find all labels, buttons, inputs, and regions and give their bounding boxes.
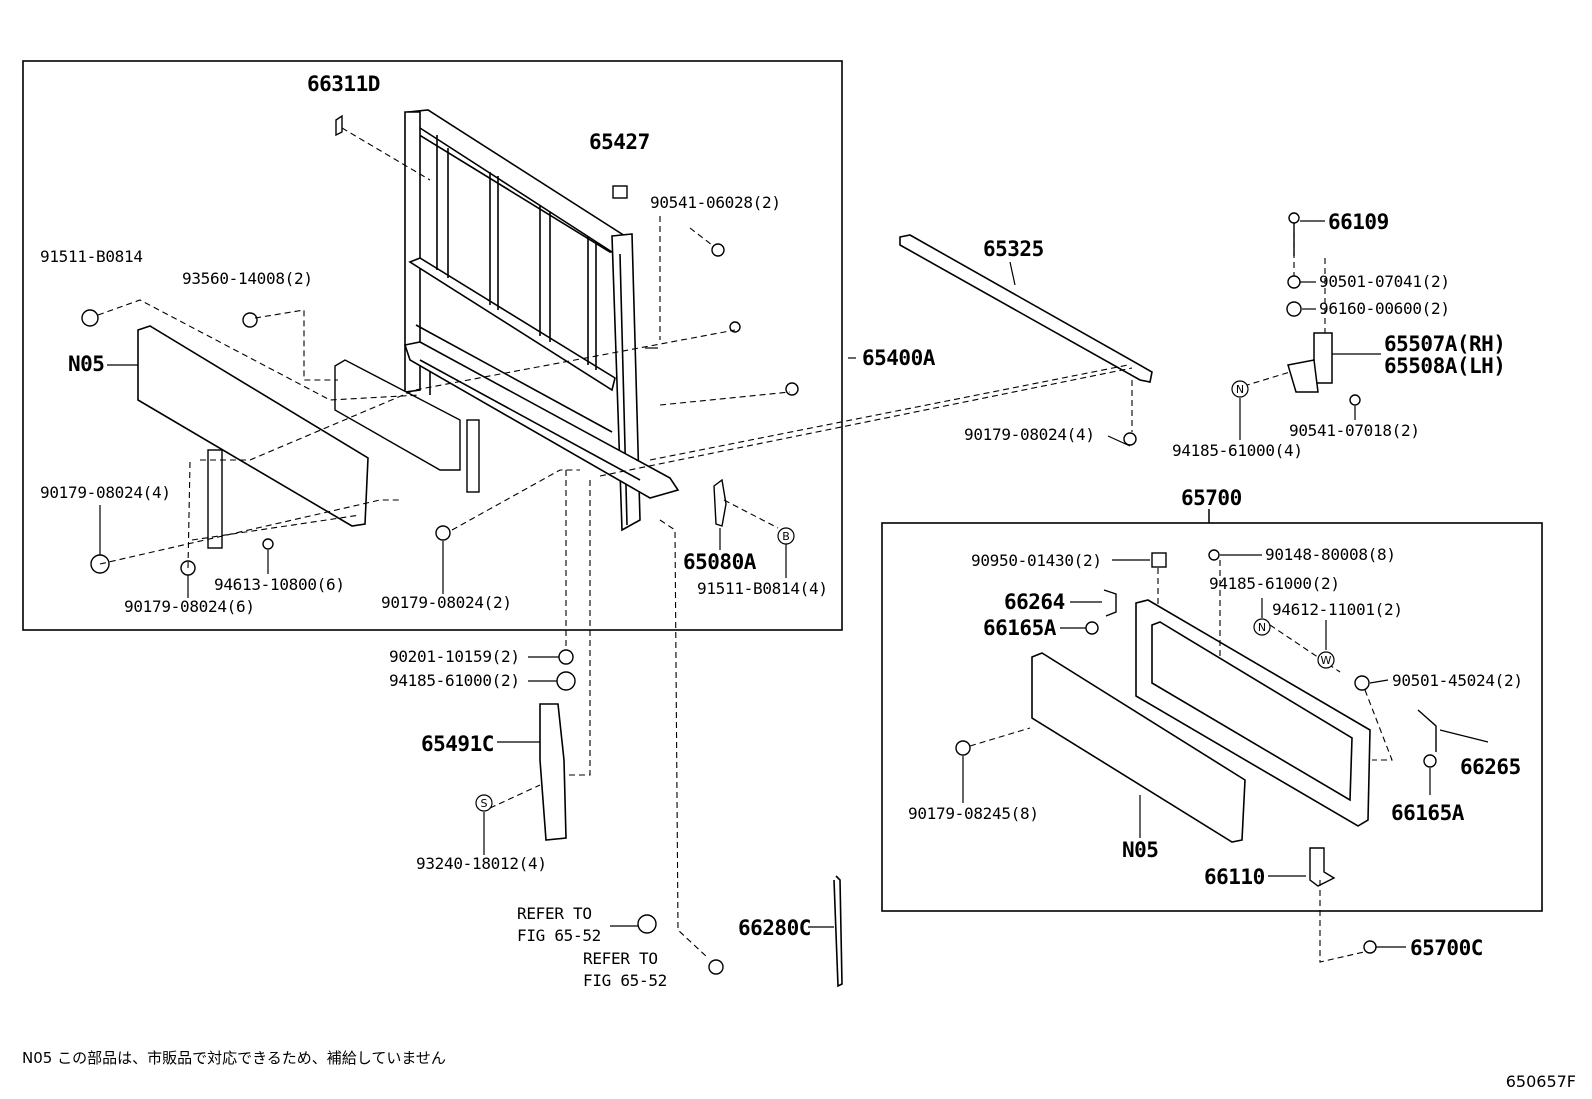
tailgate-assembly-frame [881, 522, 1543, 912]
label-90179-08024-4-left: 90179-08024(4) [40, 483, 171, 502]
label-94613-10800: 94613-10800(6) [214, 575, 345, 594]
figure-code: 650657F [1505, 1072, 1576, 1091]
label-90950-01430: 90950-01430(2) [971, 551, 1102, 570]
marker-B: B [782, 530, 790, 543]
dashed-assembly-lines [97, 127, 1393, 963]
label-90179-08024-6: 90179-08024(6) [124, 597, 255, 616]
fasteners [81, 114, 1437, 975]
label-90501-07041: 90501-07041(2) [1319, 272, 1450, 291]
label-65507A: 65507A(RH) [1384, 332, 1506, 356]
label-65080A: 65080A [683, 550, 756, 574]
label-94185-61000-2-right: 94185-61000(2) [1209, 574, 1340, 593]
label-65400A: 65400A [862, 346, 935, 370]
label-66109: 66109 [1328, 210, 1389, 234]
label-66311D: 66311D [307, 72, 380, 96]
label-65491C: 65491C [421, 732, 494, 756]
label-66110: 66110 [1204, 865, 1265, 889]
label-94185-61000-2-left: 94185-61000(2) [389, 671, 520, 690]
label-91511-B0814-4: 91511-B0814(4) [697, 579, 828, 598]
label-90179-08024-2: 90179-08024(2) [381, 593, 512, 612]
label-N05-left: N05 [68, 352, 105, 376]
header-brace-plate [334, 359, 461, 471]
label-90179-08024-4-right: 90179-08024(4) [964, 425, 1095, 444]
label-96160-00600: 96160-00600(2) [1319, 299, 1450, 318]
stake-65491C [539, 703, 567, 841]
latch-66280C [833, 875, 843, 988]
label-90541-06028: 90541-06028(2) [650, 193, 781, 212]
tailgate-frame [1135, 599, 1371, 827]
label-66280C: 66280C [738, 916, 811, 940]
label-refer-to-1: REFER TO [517, 904, 592, 923]
rail-65325 [899, 234, 1153, 383]
label-65700: 65700 [1181, 486, 1242, 510]
board-N05-left [137, 325, 369, 527]
label-66265: 66265 [1460, 755, 1521, 779]
label-66165A-left: 66165A [983, 616, 1056, 640]
label-93560-14008: 93560-14008(2) [182, 269, 313, 288]
leader-lines [99, 220, 1489, 948]
footnote-N05: N05 この部品は、市販品で対応できるため、補給していません [22, 1049, 446, 1067]
label-94612-11001: 94612-11001(2) [1272, 600, 1403, 619]
label-66165A-right: 66165A [1391, 801, 1464, 825]
label-90541-07018: 90541-07018(2) [1289, 421, 1420, 440]
label-91511-B0814: 91511-B0814 [40, 247, 143, 266]
label-94185-61000-4: 94185-61000(4) [1172, 441, 1303, 460]
label-65508A: 65508A(LH) [1384, 354, 1506, 378]
label-N05-tailgate: N05 [1122, 838, 1159, 862]
label-90501-45024: 90501-45024(2) [1392, 671, 1523, 690]
marker-N-1: N [1236, 383, 1244, 396]
marker-W: W [1321, 654, 1332, 667]
label-fig-65-52-1: FIG 65-52 [517, 926, 601, 945]
label-fig-65-52-2: FIG 65-52 [583, 971, 667, 990]
header-board-frame [403, 109, 680, 532]
marker-S: S [481, 797, 488, 810]
label-90179-08245: 90179-08245(8) [908, 804, 1039, 823]
label-93240-18012: 93240-18012(4) [416, 854, 547, 873]
main-assembly-frame [22, 60, 843, 631]
marker-N-2: N [1258, 621, 1266, 634]
hinge-65507A [1287, 332, 1333, 393]
label-refer-to-2: REFER TO [583, 949, 658, 968]
label-66264: 66264 [1004, 590, 1065, 614]
label-65700C: 65700C [1410, 936, 1483, 960]
label-90148-80008: 90148-80008(8) [1265, 545, 1396, 564]
label-65325: 65325 [983, 237, 1044, 261]
label-65427: 65427 [589, 130, 650, 154]
board-N05-tailgate [1031, 652, 1246, 843]
label-90201-10159: 90201-10159(2) [389, 647, 520, 666]
